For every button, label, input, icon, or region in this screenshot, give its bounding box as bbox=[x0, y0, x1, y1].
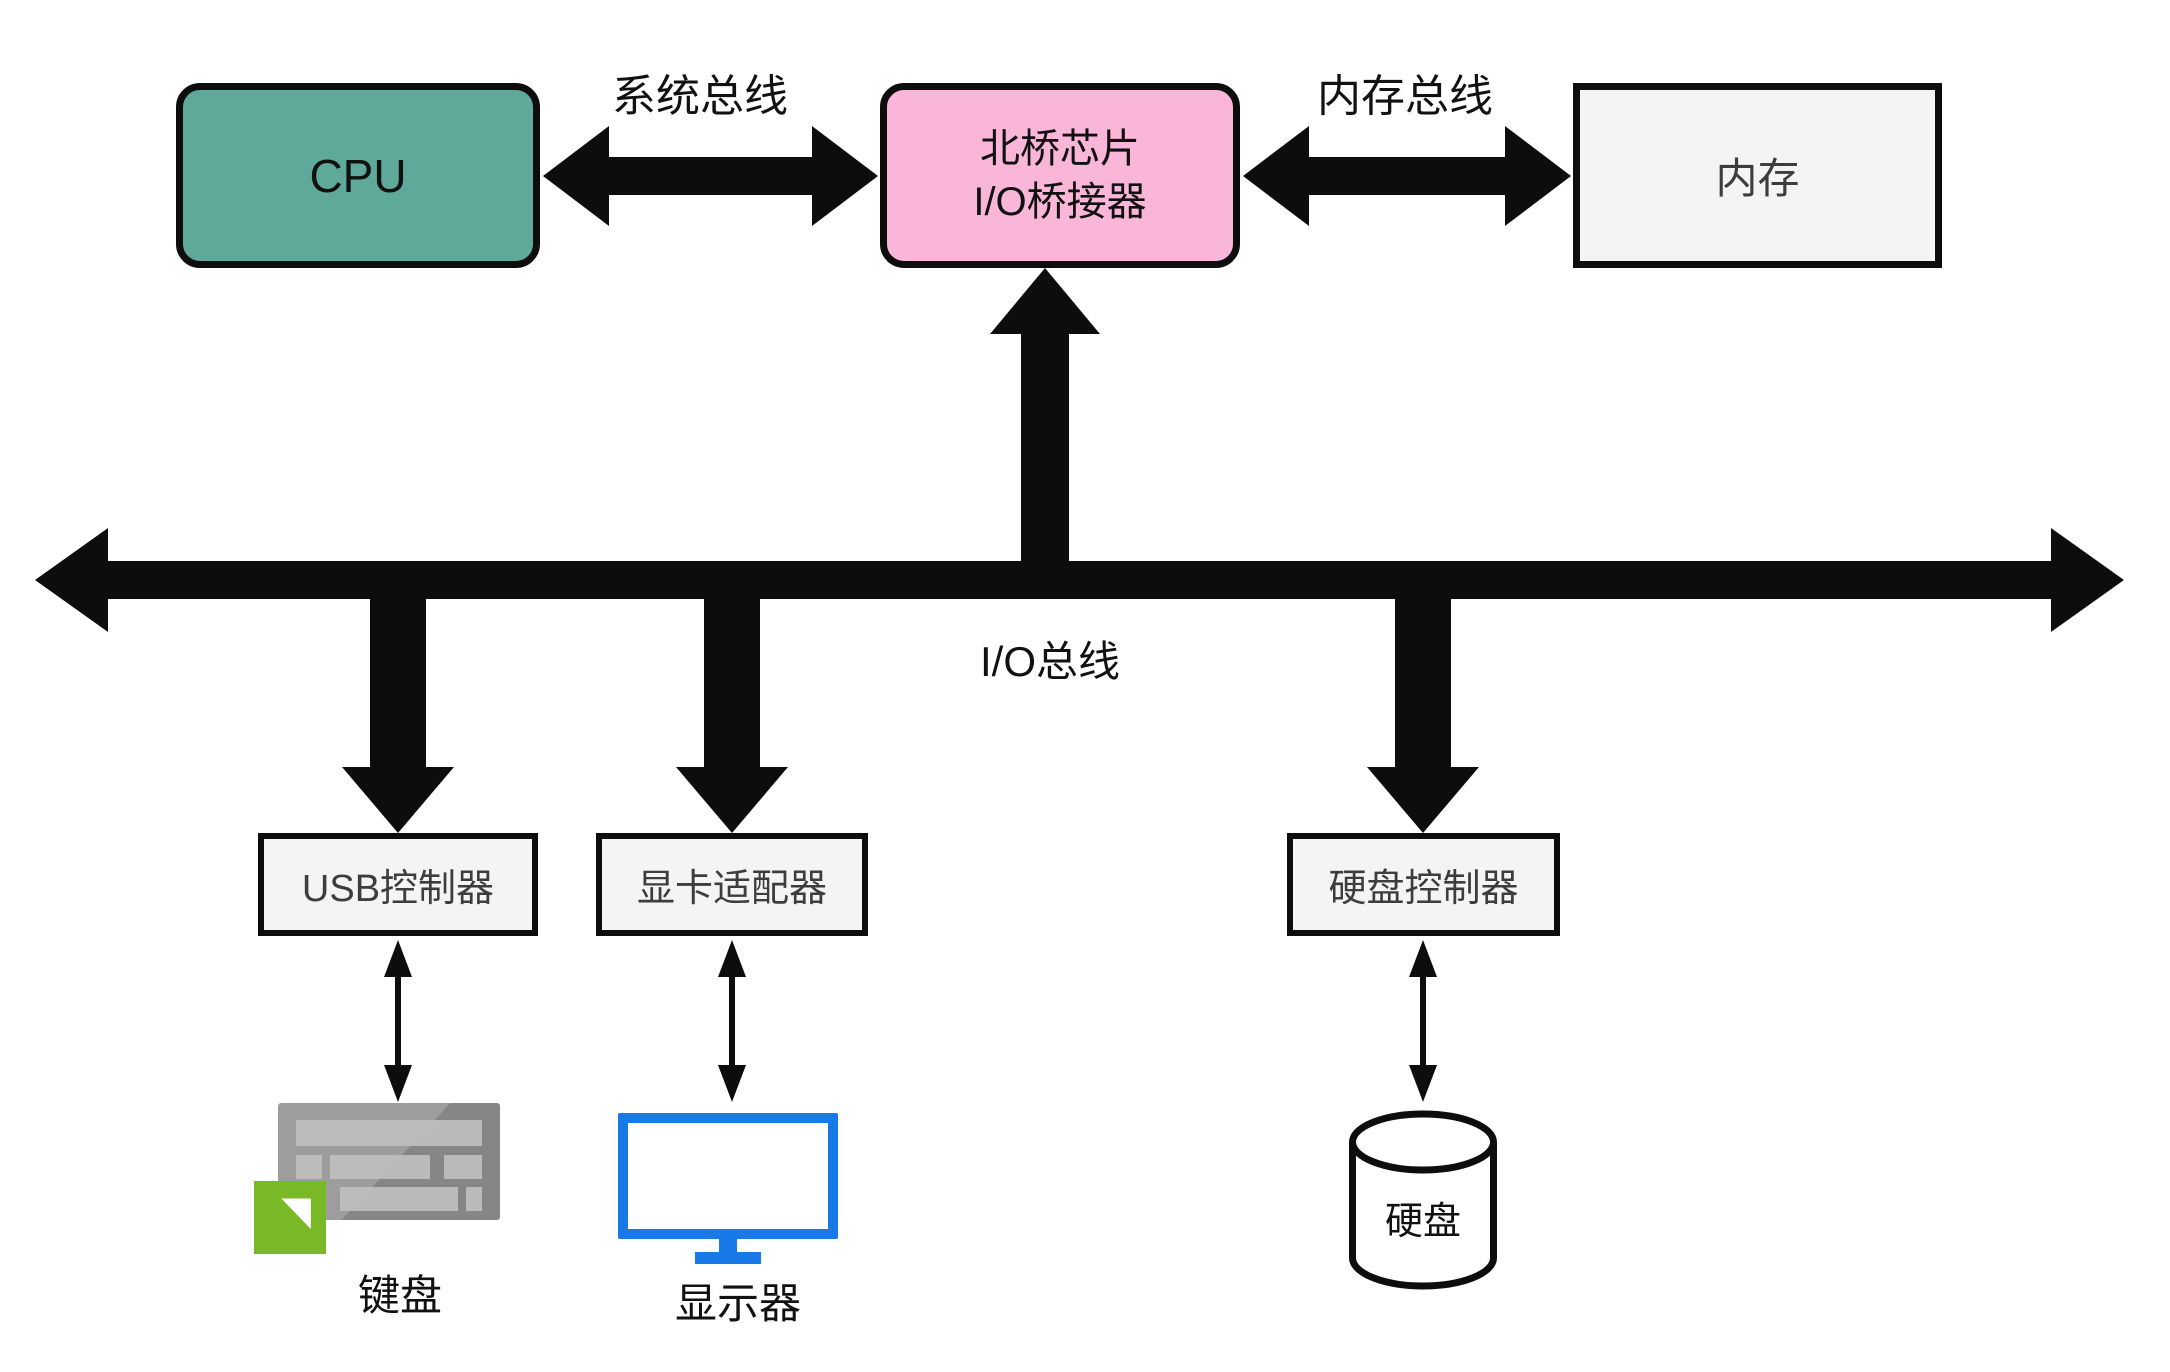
monitor-stand-base bbox=[695, 1252, 761, 1264]
keyboard-key bbox=[330, 1155, 430, 1179]
northbridge-box: 北桥芯片 I/O桥接器 bbox=[880, 83, 1240, 268]
disk-controller-label: 硬盘控制器 bbox=[1328, 868, 1519, 910]
keyboard-key bbox=[296, 1155, 322, 1179]
keyboard-key bbox=[466, 1187, 482, 1211]
monitor-label: 显示器 bbox=[674, 1280, 802, 1327]
graphics-adapter-label: 显卡适配器 bbox=[636, 868, 827, 910]
keyboard-key bbox=[444, 1155, 482, 1179]
monitor-screen bbox=[618, 1113, 838, 1239]
system-bus-label: 系统总线 bbox=[612, 72, 788, 121]
usb-controller-box: USB控制器 bbox=[258, 833, 538, 936]
memory-label: 内存 bbox=[1715, 155, 1800, 202]
monitor-stand-stem bbox=[719, 1238, 737, 1256]
io-bus-line bbox=[35, 528, 2124, 632]
northbridge-label-line2: I/O桥接器 bbox=[973, 179, 1147, 224]
keyboard-input-badge bbox=[254, 1181, 326, 1254]
keyboard-key-row bbox=[296, 1120, 482, 1146]
io-bus-label: I/O总线 bbox=[979, 638, 1121, 685]
usb-controller-label: USB控制器 bbox=[301, 868, 495, 910]
cpu-box: CPU bbox=[176, 83, 540, 268]
graphics-adapter-box: 显卡适配器 bbox=[596, 833, 868, 936]
memory-box: 内存 bbox=[1573, 83, 1942, 268]
keyboard-body bbox=[278, 1103, 500, 1220]
usb-keyboard-link-arrow bbox=[384, 940, 412, 1102]
memory-bus-arrow bbox=[1243, 126, 1571, 226]
memory-bus-label: 内存总线 bbox=[1317, 72, 1493, 121]
cylinder-icon bbox=[1349, 1110, 1497, 1290]
disk-drop-arrow bbox=[1367, 595, 1479, 833]
hard-disk-label: 硬盘 bbox=[1384, 1201, 1462, 1243]
usb-drop-arrow bbox=[342, 595, 454, 833]
graphics-monitor-link-arrow bbox=[718, 940, 746, 1102]
disk-controller-box: 硬盘控制器 bbox=[1287, 833, 1560, 936]
keyboard-label: 键盘 bbox=[357, 1272, 443, 1319]
northbridge-label-line1: 北桥芯片 bbox=[980, 126, 1140, 171]
disk-controller-disk-link-arrow bbox=[1409, 940, 1437, 1102]
cpu-label: CPU bbox=[309, 149, 407, 202]
northbridge-io-connector-arrow bbox=[990, 268, 1100, 592]
system-bus-arrow bbox=[543, 126, 878, 226]
keyboard-badge-triangle-icon bbox=[281, 1198, 311, 1230]
graphics-drop-arrow bbox=[676, 595, 788, 833]
keyboard-key bbox=[340, 1187, 458, 1211]
